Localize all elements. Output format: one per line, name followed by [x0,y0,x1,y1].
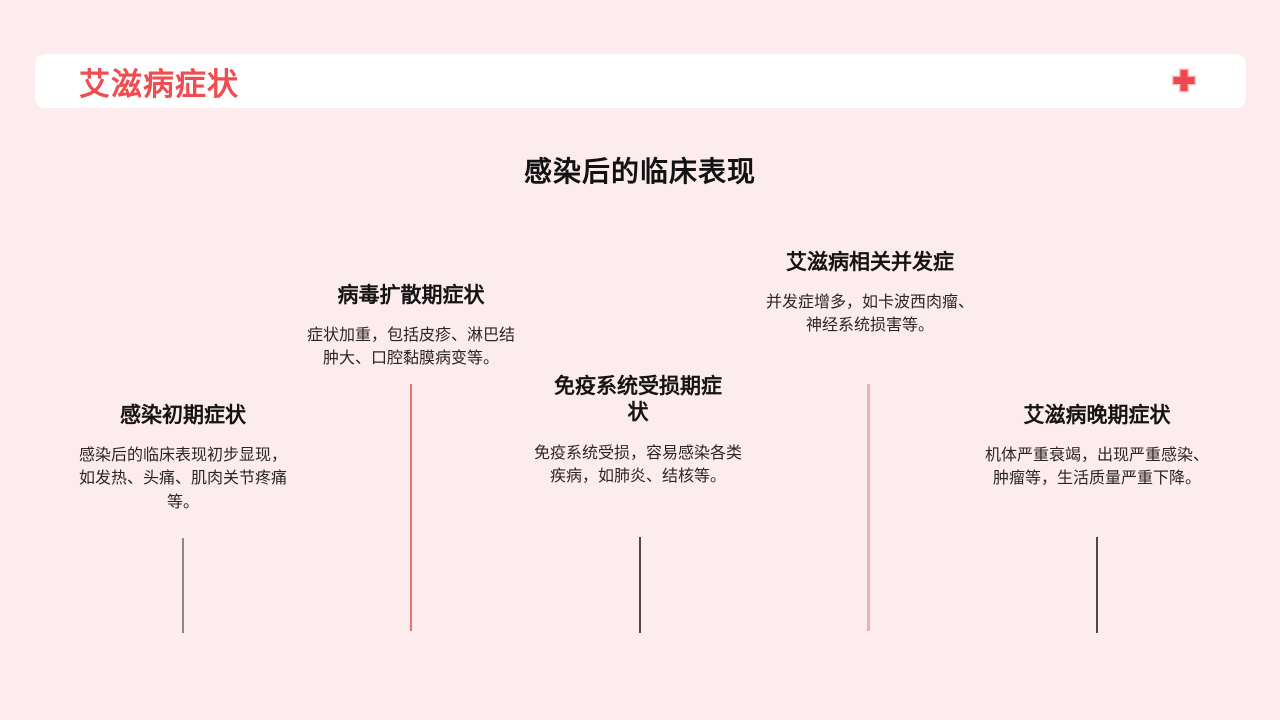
stage-connector-line [1096,537,1098,633]
stage-block-virus-spread: 病毒扩散期症状 症状加重，包括皮疹、淋巴结 肿大、口腔黏膜病变等。 [281,283,541,371]
stage-connector-line [182,538,184,633]
stage-connector-line [639,537,641,633]
header-bar: 艾滋病症状 [35,54,1246,108]
stage-description: 机体严重衰竭，出现严重感染、 肿瘤等，生活质量严重下降。 [984,447,1209,488]
stage-connector-line [410,384,412,631]
stage-title: 艾滋病相关并发症 [786,251,954,274]
section-title: 感染后的临床表现 [523,156,756,187]
stage-block-initial-infection: 感染初期症状 感染后的临床表现初步显现， 如发热、头痛、肌肉关节疼痛 等。 [53,403,313,514]
stage-block-immune-damage: 免疫系统受损期症 状 免疫系统受损，容易感染各类 疾病，如肺炎、结核等。 [508,374,768,488]
stage-block-late-stage: 艾滋病晚期症状 机体严重衰竭，出现严重感染、 肿瘤等，生活质量严重下降。 [967,403,1227,491]
stage-title: 病毒扩散期症状 [337,284,485,307]
red-cross-icon [1171,68,1197,95]
stage-title: 免疫系统受损期症 状 [554,375,722,425]
stage-description: 免疫系统受损，容易感染各类 疾病，如肺炎、结核等。 [533,444,742,485]
stage-description: 并发症增多，如卡波西肉瘤、 神经系统损害等。 [765,294,974,335]
stage-block-complications: 艾滋病相关并发症 并发症增多，如卡波西肉瘤、 神经系统损害等。 [740,250,1000,338]
stage-description: 症状加重，包括皮疹、淋巴结 肿大、口腔黏膜病变等。 [306,327,515,368]
stage-title: 艾滋病晚期症状 [1023,404,1171,427]
stage-description: 感染后的临床表现初步显现， 如发热、头痛、肌肉关节疼痛 等。 [78,447,287,511]
stage-connector-line [867,384,870,631]
page-title: 艾滋病症状 [79,66,239,102]
stage-title: 感染初期症状 [120,404,246,427]
